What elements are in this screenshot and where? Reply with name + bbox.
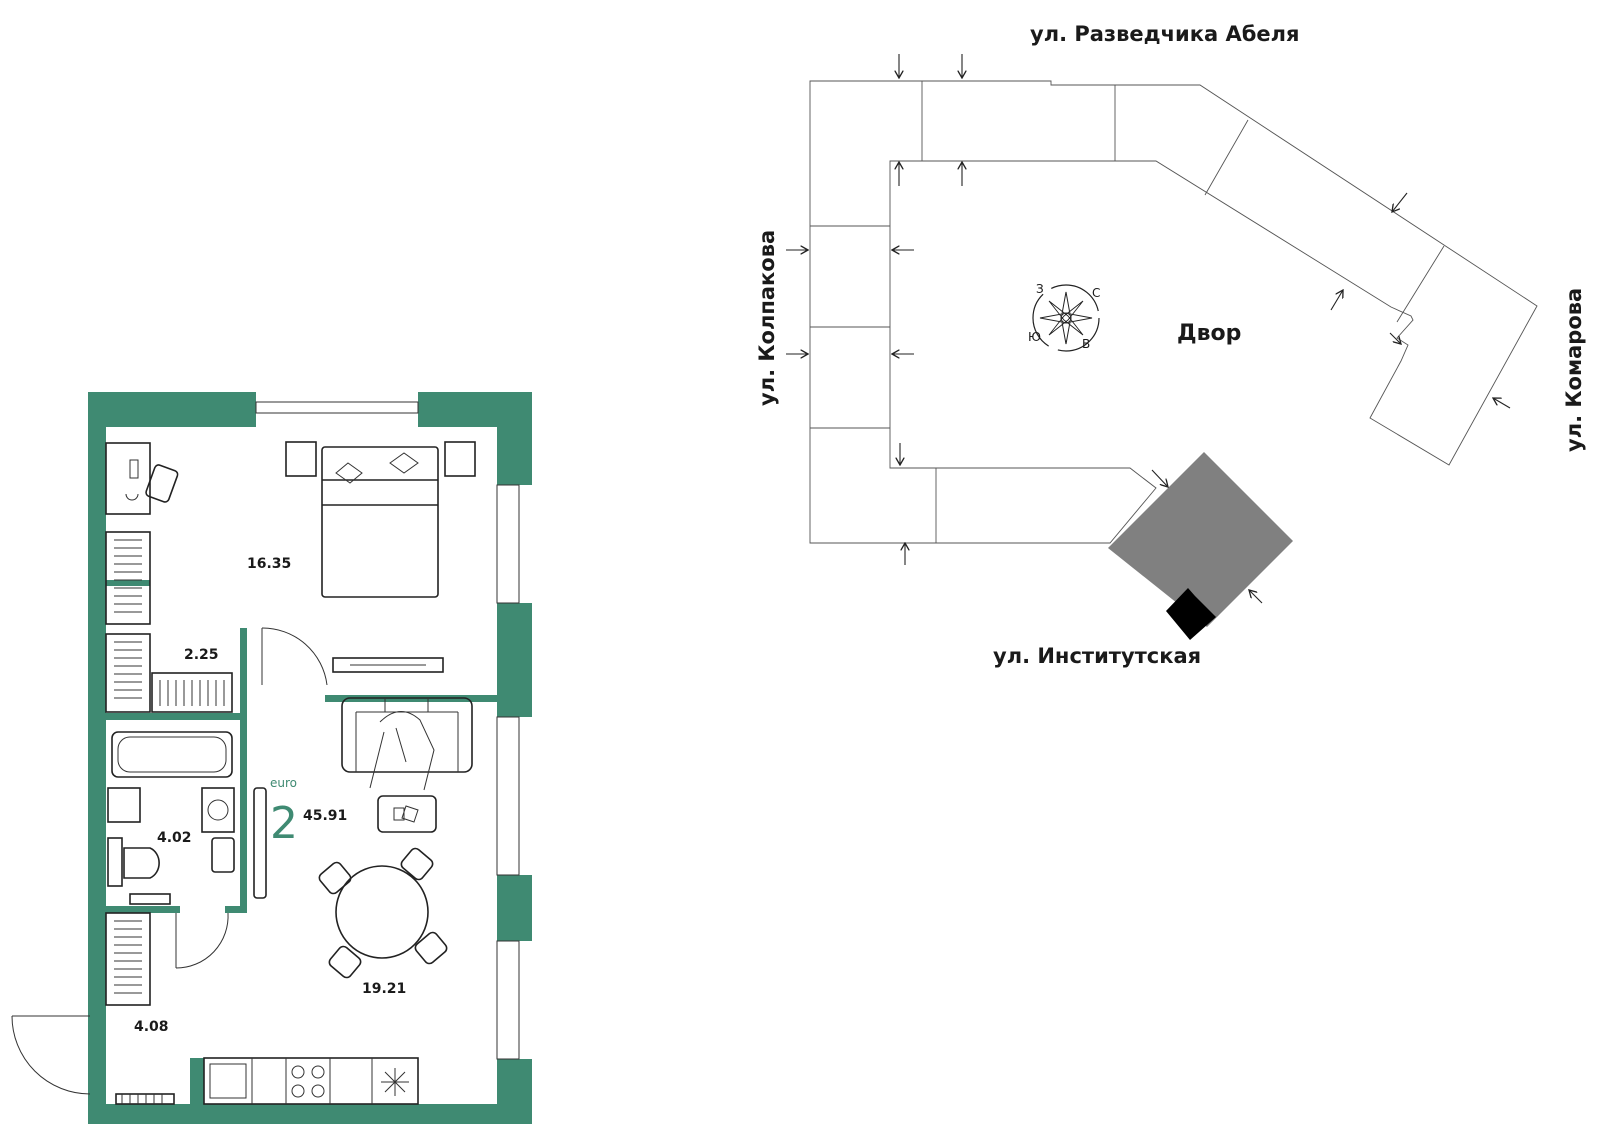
room-area-living-kitchen: 19.21: [362, 981, 406, 997]
room-area-hall: 4.08: [134, 1019, 169, 1035]
compass-east-label: В: [1082, 337, 1090, 351]
compass-icon: С В Ю З: [1028, 282, 1100, 352]
highlighted-section: [1108, 452, 1293, 640]
coffee-table: [377, 795, 437, 833]
room-area-bathroom: 4.02: [157, 830, 192, 846]
highlighted-section-fill: [1108, 452, 1293, 627]
street-east-label: ул. Комарова: [1562, 288, 1586, 452]
hall-wardrobe: [105, 912, 151, 1006]
street-north-label: ул. Разведчика Абеля: [1030, 22, 1300, 46]
room-area-bedroom: 16.35: [247, 556, 291, 572]
building-outline: [809, 80, 1538, 544]
toilet: [107, 837, 171, 905]
apartment-rooms-count: 2: [270, 798, 298, 849]
yard-label: Двор: [1177, 321, 1241, 346]
room-area-wardrobe: 2.25: [184, 647, 219, 663]
sink: [107, 787, 141, 823]
wardrobe-closet: [105, 633, 233, 713]
windows: [255, 401, 520, 1060]
kitchen-counter: [203, 1057, 419, 1105]
compass-west-label: З: [1036, 282, 1044, 296]
tv-panel: [253, 787, 267, 899]
wardrobe-bedroom: [105, 531, 151, 625]
site-plan: С В Ю З Двор ул. Разведчика Абеля ул. Ко…: [755, 22, 1586, 668]
floor-plan: 16.35 2.25 4.02 4.08 19.21 euro 2 45.91: [11, 392, 532, 1124]
apartment-location-marker: [1166, 588, 1216, 640]
doors: [11, 627, 328, 1095]
shoe-rack: [115, 1093, 175, 1105]
washing-machine: [201, 787, 235, 873]
bathtub: [111, 731, 233, 778]
apartment-type-prefix: euro: [270, 776, 297, 790]
compass-north-label: С: [1092, 286, 1100, 300]
street-south-label: ул. Институтская: [993, 644, 1201, 668]
entrance-arrows: [786, 54, 1511, 604]
apartment-total-area: 45.91: [303, 808, 347, 824]
desk: [105, 442, 179, 515]
dining-table: [318, 847, 448, 979]
compass-south-label: Ю: [1028, 330, 1041, 344]
bed: [285, 441, 476, 598]
exterior-walls: [88, 392, 532, 1124]
street-west-label: ул. Колпакова: [755, 230, 779, 406]
sofa: [341, 697, 473, 791]
tv-stand: [332, 657, 444, 673]
